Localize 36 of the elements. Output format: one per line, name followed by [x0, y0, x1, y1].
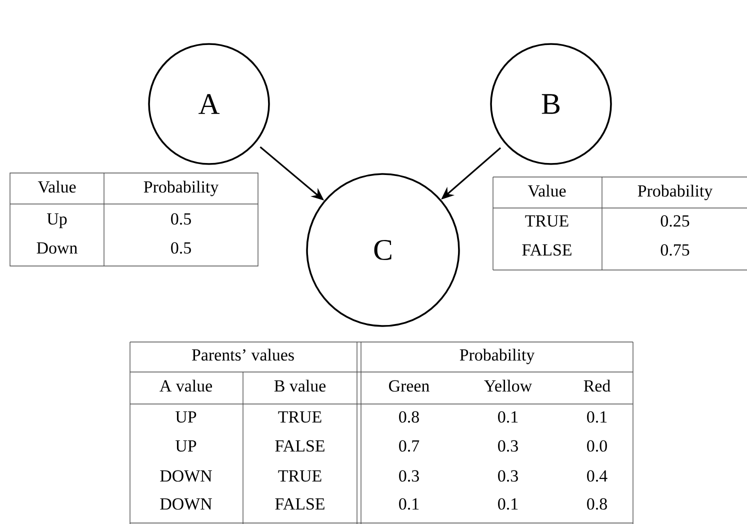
table-cell: TRUE: [525, 215, 568, 227]
table-cell: 0.1: [498, 411, 518, 423]
table-cell: Red: [584, 380, 610, 392]
table-cell: 0.75: [660, 244, 690, 256]
table-cell: Green: [389, 380, 430, 392]
table-cell: 0.3: [498, 470, 518, 482]
table-cell: 0.7: [399, 440, 420, 452]
table-cell: FALSE: [275, 440, 324, 452]
table-cell: Probability: [460, 348, 535, 364]
table-cell: 0.25: [660, 215, 690, 227]
table-cell: Probability: [638, 184, 713, 200]
table-cell: 0.1: [399, 498, 419, 510]
table-cell: UP: [176, 411, 196, 423]
table-cell: Yellow: [484, 380, 532, 392]
table-cell: DOWN: [160, 498, 212, 510]
table-cell: TRUE: [278, 470, 322, 482]
table-cell: 0.1: [498, 498, 518, 510]
table-cell: 0.4: [587, 470, 608, 482]
table-cell: A value: [160, 380, 212, 392]
table-cell: 0.0: [587, 440, 607, 452]
table-cell: 0.5: [171, 213, 191, 225]
table-cell: Down: [36, 242, 78, 254]
table-cell: UP: [176, 440, 196, 452]
table-cell: Up: [47, 213, 67, 228]
table-cell: FALSE: [522, 244, 572, 256]
table-cell: FALSE: [275, 498, 324, 510]
table-cell: 0.1: [587, 411, 607, 423]
table-cell: Value: [38, 180, 76, 193]
table-cell: DOWN: [160, 470, 212, 482]
table-cell: B value: [274, 380, 326, 392]
table-cell: TRUE: [278, 411, 322, 423]
table-cell: 0.3: [399, 470, 419, 482]
table-cell: 0.5: [171, 242, 191, 254]
table-cell: 0.8: [587, 498, 607, 510]
table-cell: 0.3: [498, 440, 518, 452]
table-cell: 0.8: [399, 411, 419, 423]
